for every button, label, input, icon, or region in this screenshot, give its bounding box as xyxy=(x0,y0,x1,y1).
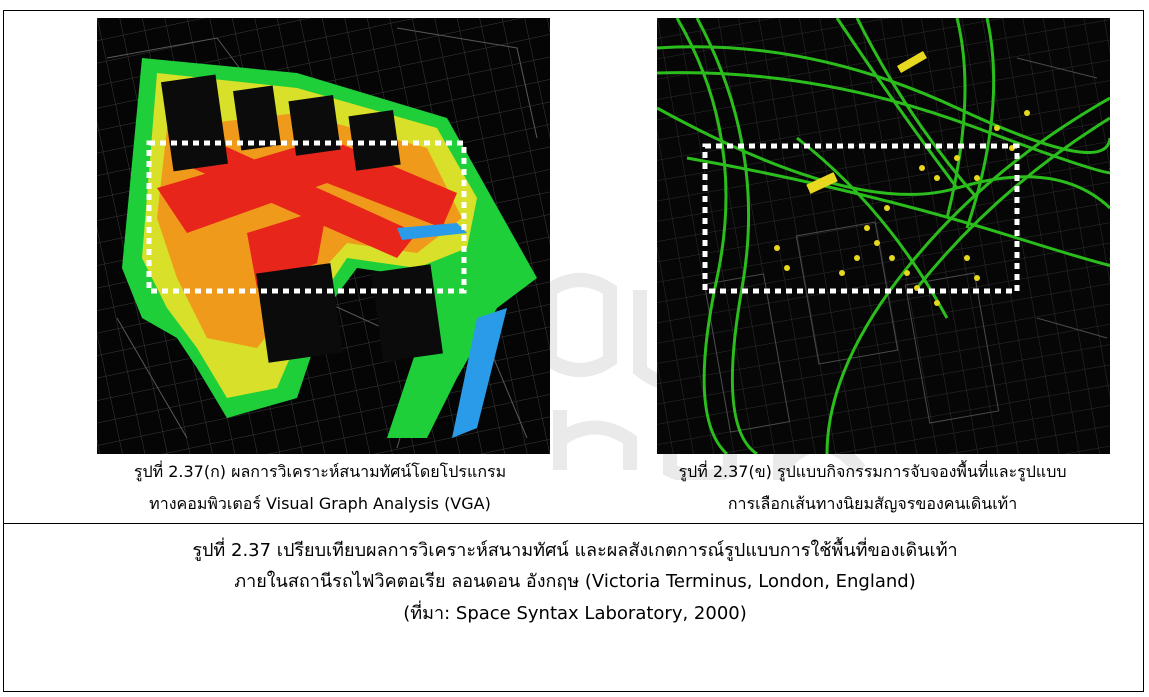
caption-divider xyxy=(3,523,1144,524)
main-caption-line1: รูปที่ 2.37 เปรียบเทียบผลการวิเคราะห์สนา… xyxy=(192,540,958,561)
figure-a-caption-line2: ทางคอมพิวเตอร์ Visual Graph Analysis (VG… xyxy=(149,494,491,513)
main-caption-line2: ภายในสถานีรถไฟวิคตอเรีย ลอนดอน อังกฤษ (V… xyxy=(234,571,916,592)
pedestrian-activity-image xyxy=(657,18,1110,454)
figure-b-caption-line2: การเลือกเส้นทางนิยมสัญจรของคนเดินเท้า xyxy=(727,494,1018,513)
vga-analysis-image xyxy=(97,18,550,454)
main-caption-source: (ที่มา: Space Syntax Laboratory, 2000) xyxy=(403,603,747,624)
figure-a-caption-line1: รูปที่ 2.37(ก) ผลการวิเคราะห์สนามทัศน์โด… xyxy=(133,462,507,481)
figure-b-caption-line1: รูปที่ 2.37(ข) รูปแบบกิจกรรมการจับจองพื้… xyxy=(678,462,1067,481)
figure-frame xyxy=(3,10,1144,692)
